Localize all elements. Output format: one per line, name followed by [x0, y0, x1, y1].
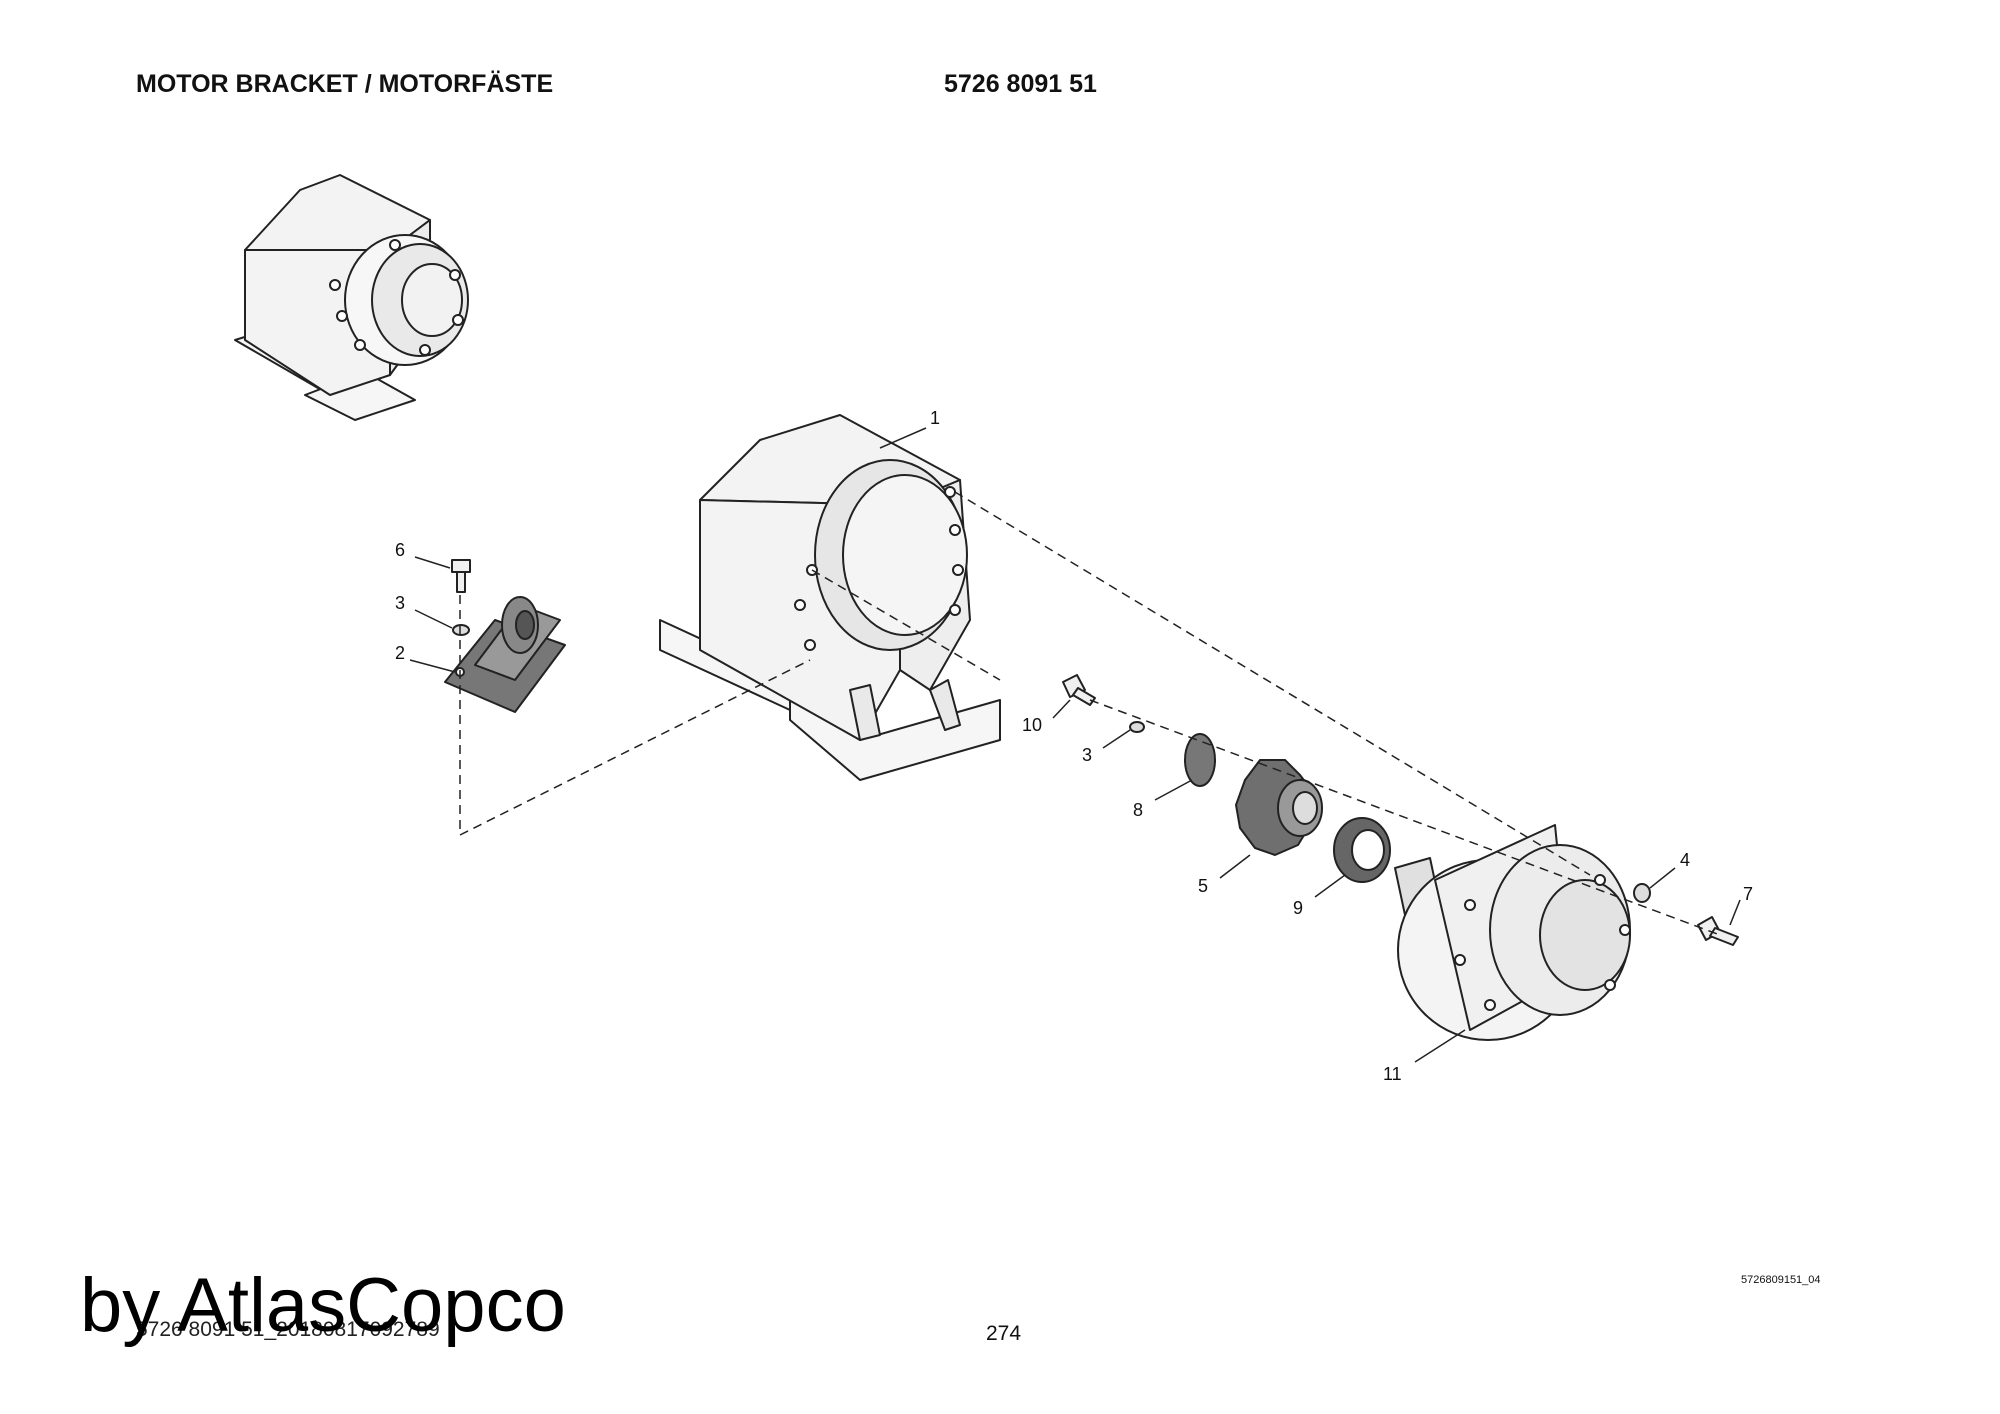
- page-number: 274: [986, 1322, 1022, 1345]
- assembly-lines: [459, 491, 1721, 936]
- document-reference: 5726 8091 51_20180817092789: [136, 1318, 440, 1341]
- callout-3-right: 3: [1082, 745, 1092, 765]
- bolt-6-illustration: [451, 559, 471, 593]
- image-code: 5726809151_04: [1741, 1274, 1821, 1286]
- sprocket-5-illustration: [1235, 759, 1323, 856]
- ring-9-illustration: [1333, 817, 1391, 883]
- callout-10: 10: [1022, 715, 1042, 735]
- callout-2: 2: [395, 643, 405, 663]
- disc-8-illustration: [1184, 733, 1216, 787]
- callout-11: 11: [1383, 1064, 1402, 1084]
- bracket-housing-illustration: [659, 414, 1001, 781]
- bearing-block-illustration: [444, 596, 566, 713]
- bolt-10-illustration: [1062, 674, 1096, 706]
- leader-lines: [409, 427, 1741, 1063]
- callout-8: 8: [1133, 800, 1143, 820]
- washer-3-right-illustration: [1129, 721, 1145, 733]
- callout-7: 7: [1743, 884, 1753, 904]
- assembled-view-illustration: [234, 174, 469, 421]
- callout-5: 5: [1198, 876, 1208, 896]
- callout-4: 4: [1680, 850, 1690, 870]
- washer-3-left-illustration: [452, 624, 470, 636]
- part-number: 5726 8091 51: [944, 70, 1097, 98]
- callout-1: 1: [930, 408, 940, 428]
- bolt-7-illustration: [1697, 916, 1739, 946]
- callout-3-left: 3: [395, 593, 405, 613]
- callout-6: 6: [395, 540, 405, 560]
- page-title: MOTOR BRACKET / MOTORFÄSTE: [136, 70, 554, 98]
- hydraulic-motor-11-illustration: [1394, 824, 1631, 1041]
- callout-9: 9: [1293, 898, 1303, 918]
- watermark-text: by AtlasCopco: [80, 1263, 566, 1348]
- washer-4-illustration: [1633, 883, 1651, 903]
